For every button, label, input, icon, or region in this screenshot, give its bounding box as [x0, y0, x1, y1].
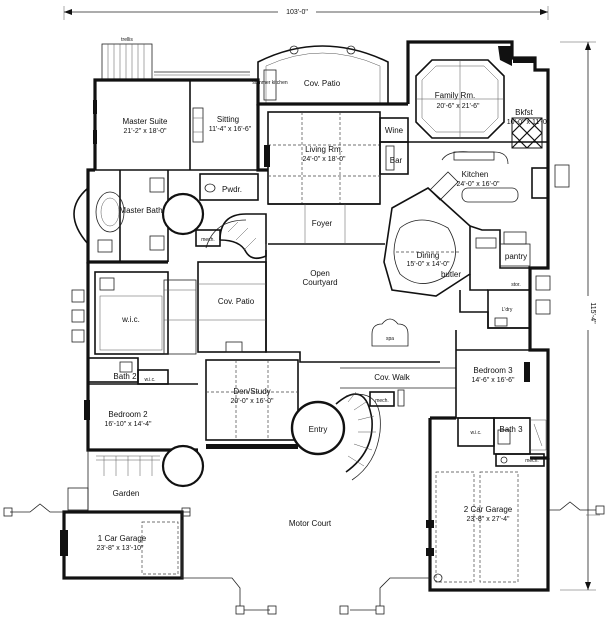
garage2: 2 Car Garage 23'-8" x 27'-4" — [426, 416, 550, 592]
bedroom3: Bedroom 3 14'-6" x 16'-6" — [455, 330, 530, 419]
powder-room: Pwdr. — [199, 173, 259, 201]
trellis: trellis — [101, 37, 153, 81]
room-size: 10'-0" x 11'-0" — [507, 119, 550, 126]
room-name: w.i.c. — [470, 430, 481, 436]
room-name: Cov. Walk — [374, 373, 411, 382]
room-name: Wine — [385, 126, 404, 135]
room-name: 1 Car Garage — [98, 534, 147, 543]
room-size: 14'-6" x 16'-6" — [471, 377, 515, 384]
room-size: 23'-8" x 13'-10" — [97, 545, 144, 552]
kitchen: Kitchen 24'-0" x 16'-0" — [408, 141, 570, 203]
room-size: 23'-8" x 27'-4" — [466, 516, 510, 523]
room-name: Bath 2 — [113, 372, 137, 381]
room-size: 16'-10" x 14'-4" — [105, 421, 152, 428]
room-name: Cov. Patio — [304, 79, 341, 88]
room-name: Bkfst — [515, 108, 534, 117]
overall-width-dimension: 103'-0" — [63, 6, 549, 20]
room-size: 20'-6" x 21'-6" — [436, 103, 480, 110]
room-name: Family Rm. — [435, 91, 475, 100]
room-name: mech. — [201, 237, 215, 243]
dining: Dining 15'-0" x 14'-0" — [383, 187, 471, 297]
svg-text:trellis: trellis — [121, 37, 133, 43]
room-name: Bedroom 2 — [108, 410, 148, 419]
round-tower-master — [161, 192, 205, 236]
master-bath: Master Bath — [95, 170, 169, 262]
family-room: Family Rm. 20'-6" x 21'-6" — [415, 46, 535, 139]
cov-patio-top: summer kitchen Cov. Patio — [252, 45, 389, 104]
room-name: Entry — [309, 425, 328, 434]
room-name: Motor Court — [289, 519, 332, 528]
butler-pantry: butler pantry — [441, 225, 551, 315]
mech-mid: mech. — [369, 391, 395, 407]
master-wic: w.i.c. — [94, 271, 169, 355]
cov-walk: Cov. Walk — [340, 367, 456, 407]
bedroom2: Bedroom 2 16'-10" x 14'-4" — [84, 383, 198, 428]
room-name: Master Bath — [119, 206, 162, 215]
svg-text:spa: spa — [386, 336, 394, 342]
room-name: Foyer — [312, 219, 333, 228]
room-name: Sitting — [217, 115, 239, 124]
bath2: Bath 2 w.i.c. — [87, 357, 169, 385]
room-name: Living Rm. — [305, 145, 343, 154]
stair-entry — [335, 391, 381, 481]
room-name: mech. — [375, 398, 389, 404]
foyer: Foyer — [268, 203, 385, 245]
room-name: 2 Car Garage — [464, 505, 513, 514]
storage-laundry: stor. L'dry — [459, 282, 531, 329]
room-size: 21'-2" x 18'-0" — [123, 128, 167, 135]
room-name: Cov. Patio — [218, 297, 255, 306]
round-tower-garden — [161, 444, 205, 488]
master-suite: Master Suite 21'-2" x 18'-0" — [93, 80, 258, 171]
room-name: Bedroom 3 — [473, 366, 513, 375]
room-name: mech. — [525, 458, 539, 464]
room-name: w.i.c. — [121, 315, 140, 324]
den-study: Den/Study 20'-0" x 16'-0" — [205, 359, 299, 449]
room-name: Bar — [390, 156, 403, 165]
garage1: 1 Car Garage 23'-8" x 13'-10" — [60, 510, 184, 580]
room-name: Garden — [113, 489, 140, 498]
breakfast-nook: Bkfst 10'-0" x 11'-0" — [507, 108, 550, 149]
room-name: Bath 3 — [499, 425, 523, 434]
room-name: L'dry — [502, 307, 513, 313]
left-closets — [71, 279, 197, 355]
motor-court: Motor Court — [181, 470, 431, 578]
wine-bar: Wine Bar — [379, 117, 409, 175]
room-name: w.i.c. — [144, 377, 155, 383]
room-size: 20'-0" x 16'-0" — [230, 398, 274, 405]
room-size: 15'-0" x 14'-0" — [406, 261, 450, 268]
overall-width-label: 103'-0" — [286, 9, 308, 16]
cov-patio-mid: Cov. Patio — [197, 261, 267, 353]
entry: Entry — [290, 400, 346, 456]
room-size: 11'-4" x 16'-6" — [209, 126, 252, 133]
svg-text:summer kitchen: summer kitchen — [252, 80, 288, 86]
room-name: Den/Study — [233, 387, 270, 396]
room-name: stor. — [511, 282, 520, 288]
room-size: 24'-0" x 18'-0" — [302, 156, 346, 163]
bath3: w.i.c. Bath 3 — [457, 417, 547, 455]
room-name: Pwdr. — [222, 185, 242, 194]
living-room: Living Rm. 24'-0" x 18'-0" — [264, 111, 381, 205]
room-name: Dining — [417, 251, 440, 260]
room-name: Master Suite — [123, 117, 168, 126]
overall-depth-label: 115'-4" — [589, 302, 596, 324]
room-name: butler — [441, 270, 461, 279]
room-name: Kitchen — [462, 170, 489, 179]
overall-depth-dimension: 115'-4" — [560, 41, 600, 591]
room-size: 24'-0" x 16'-0" — [456, 181, 500, 188]
site-walls — [3, 501, 605, 615]
sitting: Sitting 11'-4" x 16'-6" — [192, 107, 252, 143]
room-name: pantry — [505, 252, 527, 261]
stair-main: mech. — [195, 213, 267, 260]
mech-garage: mech. — [495, 453, 545, 467]
